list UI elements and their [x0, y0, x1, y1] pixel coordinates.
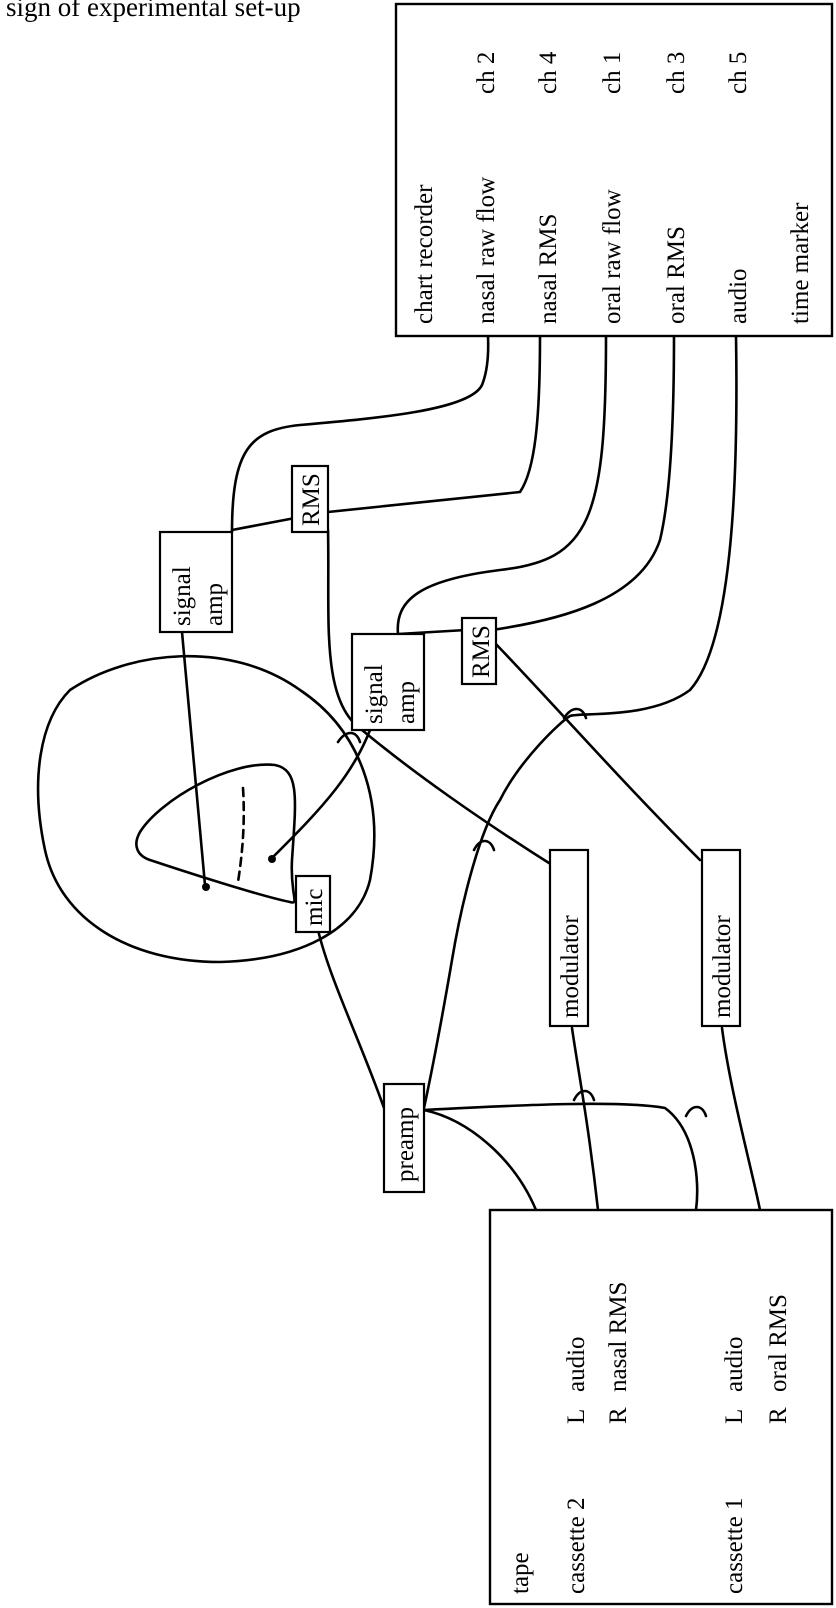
- signal-amp-top-line2: amp: [201, 583, 228, 626]
- chart-recorder-channel: ch 5: [725, 52, 752, 94]
- wire-crossing-hop: [562, 707, 588, 720]
- tape-track-side: L: [563, 1409, 590, 1424]
- chart-recorder-signal: oral RMS: [663, 226, 690, 324]
- cassette-name: cassette 2: [563, 1498, 590, 1594]
- wire-crossing-hop: [572, 1089, 596, 1102]
- chart-recorder-channel: ch 1: [599, 52, 626, 94]
- preamp-label: preamp: [392, 1107, 419, 1182]
- wire-amp-to-nose: [180, 630, 207, 887]
- wire-modulator-2-to-c1-r: [720, 1026, 762, 1212]
- wire-crossing-hop: [336, 731, 362, 744]
- wire-crossing-hop: [472, 839, 496, 852]
- face-outline: [36, 654, 376, 964]
- modulator-2-label: modulator: [709, 915, 736, 1018]
- signal-amp-top: signal amp: [158, 530, 234, 634]
- signal-amp-top-line1: signal: [169, 566, 196, 626]
- tape-box: [488, 1208, 834, 1606]
- tape-track-side: R: [605, 1407, 632, 1424]
- chart-recorder-signal: audio: [725, 268, 752, 324]
- nose-sensor-dot: [202, 883, 210, 891]
- preamp: preamp: [382, 1082, 426, 1194]
- chart-recorder: chart recorder nasal raw flow ch 2 nasal…: [394, 2, 834, 338]
- tape-track-signal: audio: [721, 1336, 748, 1392]
- mouth-sensor-dot: [268, 855, 276, 863]
- chart-recorder-channel: ch 4: [535, 51, 562, 94]
- tape-track-signal: nasal RMS: [605, 1282, 632, 1392]
- signal-amp-mid-line2: amp: [393, 681, 420, 724]
- tape-track-signal: audio: [563, 1336, 590, 1392]
- mask-divider: [236, 786, 246, 884]
- wire-oral-rms: [490, 334, 676, 632]
- mic-label: mic: [301, 889, 328, 927]
- tape-track-side: L: [721, 1409, 748, 1424]
- wire-oral-raw-flow: [396, 334, 608, 636]
- wire-amp-to-rms-top: [230, 516, 297, 532]
- modulator-1: modulator: [548, 848, 590, 1028]
- mic: mic: [294, 874, 332, 934]
- rms-mid: RMS: [460, 616, 498, 686]
- chart-recorder-signal: nasal raw flow: [473, 177, 500, 324]
- cassette-name: cassette 1: [721, 1498, 748, 1594]
- modulator-1-label: modulator: [557, 915, 584, 1018]
- tape-track-side: R: [765, 1407, 792, 1424]
- rms-mid-label: RMS: [468, 625, 495, 678]
- chart-recorder-title: chart recorder: [411, 184, 438, 324]
- wire-mic-to-preamp: [316, 928, 386, 1110]
- nose-mask: [135, 763, 297, 904]
- modulator-2: modulator: [700, 848, 742, 1028]
- caption: sign of experimental set-up: [6, 0, 301, 22]
- signal-amp-mid-line1: signal: [361, 664, 388, 724]
- tape-track-signal: oral RMS: [765, 1294, 792, 1392]
- chart-recorder-box: [394, 2, 834, 338]
- tape-recorder: tape cassette 2 L audio R nasal RMS cass…: [488, 1208, 834, 1606]
- tape-title: tape: [507, 1552, 534, 1594]
- wire-nasal-raw-flow: [230, 334, 490, 534]
- wire-preamp-to-c2-l: [422, 1108, 538, 1212]
- wire-crossing-hop: [684, 1105, 708, 1118]
- chart-recorder-signal: time marker: [787, 202, 814, 324]
- wire-amp-to-mouth: [270, 710, 378, 860]
- chart-recorder-signal: nasal RMS: [535, 214, 562, 324]
- wire-modulator-1-to-c2-r: [570, 1026, 600, 1212]
- rms-top: RMS: [290, 464, 330, 534]
- signal-amp-mid: signal amp: [350, 632, 426, 732]
- chart-recorder-channel: ch 3: [663, 52, 690, 94]
- wire-audio: [422, 334, 738, 1110]
- rms-top-label: RMS: [298, 473, 325, 526]
- wire-preamp-to-c1-l: [422, 1102, 699, 1212]
- wire-rms-mid-to-modulator-2: [490, 638, 702, 862]
- chart-recorder-signal: oral raw flow: [599, 189, 626, 324]
- chart-recorder-channel: ch 2: [473, 52, 500, 94]
- wire-nasal-rms: [326, 334, 542, 514]
